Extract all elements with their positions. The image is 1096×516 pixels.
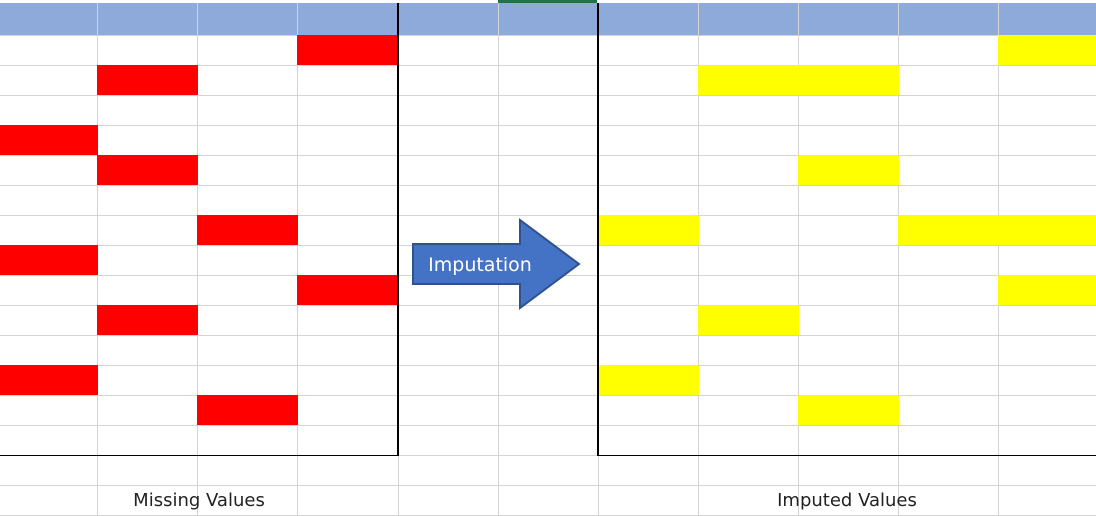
row-gridline <box>0 35 1096 36</box>
missing-value-cell <box>297 35 399 65</box>
row-gridline <box>0 365 1096 366</box>
right-table-left-border <box>597 3 599 455</box>
column-gridline <box>197 3 198 516</box>
column-gridline <box>798 3 799 516</box>
active-column-indicator <box>498 0 597 3</box>
missing-value-cell <box>197 215 298 245</box>
left-table-right-border <box>397 3 399 455</box>
imputation-arrow: Imputation <box>410 218 582 314</box>
right-table-bottom-border <box>597 455 1096 456</box>
row-gridline <box>0 425 1096 426</box>
column-gridline <box>297 3 298 516</box>
missing-value-cell <box>297 275 399 305</box>
row-gridline <box>0 215 1096 216</box>
row-gridline <box>0 185 1096 186</box>
missing-value-cell <box>0 365 98 395</box>
missing-value-cell <box>0 245 98 275</box>
column-gridline <box>898 3 899 516</box>
row-gridline <box>0 125 1096 126</box>
missing-value-cell <box>197 395 298 425</box>
right-arrow-icon: Imputation <box>412 218 581 310</box>
imputed-value-cell <box>798 65 899 95</box>
row-gridline <box>0 455 1096 456</box>
imputed-value-cell <box>798 155 899 185</box>
row-gridline <box>0 95 1096 96</box>
imputed-value-cell <box>998 215 1096 245</box>
row-gridline <box>0 305 1096 306</box>
missing-value-cell <box>0 125 98 155</box>
imputed-value-cell <box>998 275 1096 305</box>
missing-value-cell <box>97 155 198 185</box>
row-gridline <box>0 395 1096 396</box>
arrow-shape <box>412 218 581 310</box>
imputed-value-cell <box>598 365 699 395</box>
column-gridline <box>998 3 999 516</box>
imputed-value-cell <box>998 35 1096 65</box>
row-gridline <box>0 485 1096 486</box>
missing-value-cell <box>97 65 198 95</box>
imputed-values-caption: Imputed Values <box>777 490 917 511</box>
imputed-value-cell <box>898 215 999 245</box>
arrow-label: Imputation <box>428 254 532 276</box>
missing-values-caption: Missing Values <box>133 490 265 511</box>
header-row <box>0 3 1096 35</box>
imputed-value-cell <box>698 65 799 95</box>
row-gridline <box>0 155 1096 156</box>
row-gridline <box>0 335 1096 336</box>
imputed-value-cell <box>698 305 799 335</box>
column-gridline <box>698 3 699 516</box>
left-table-bottom-border <box>0 455 399 456</box>
imputed-value-cell <box>598 215 699 245</box>
row-gridline <box>0 65 1096 66</box>
imputed-value-cell <box>798 395 899 425</box>
missing-value-cell <box>97 305 198 335</box>
